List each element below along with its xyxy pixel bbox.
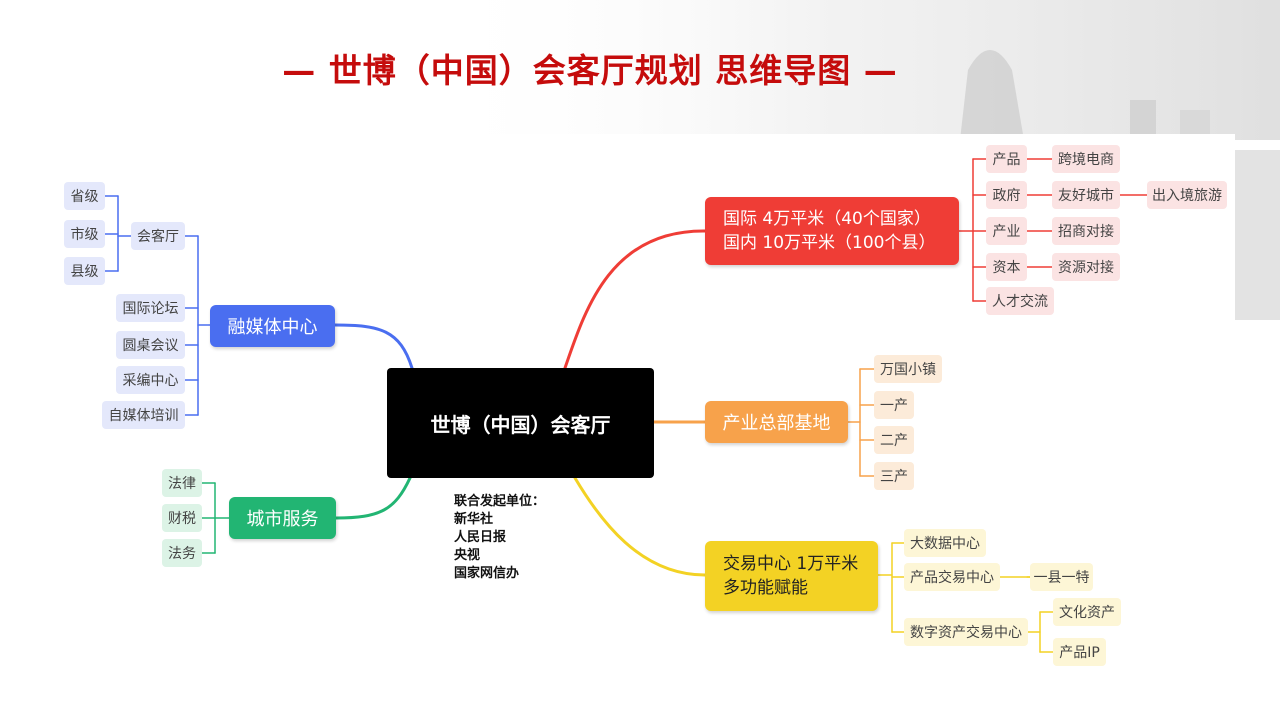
media-level-county: 县级	[64, 257, 105, 285]
trade-culture: 文化资产	[1053, 598, 1121, 626]
intl-industry: 产业	[986, 217, 1027, 245]
city-legal: 法务	[162, 539, 202, 567]
branch-trade-line1: 交易中心 1万平米	[723, 554, 859, 574]
branch-intl-line1: 国际 4万平米（40个国家）	[723, 209, 931, 229]
connector-intl	[563, 229, 707, 370]
media-level-city: 市级	[64, 220, 105, 248]
branch-intl-line2: 国内 10万平米（100个县）	[723, 233, 936, 253]
sponsor-item: 国家网信办	[454, 566, 520, 581]
intl-talent: 人才交流	[986, 287, 1054, 315]
media-editing-center: 采编中心	[116, 366, 185, 394]
hq-secondary: 二产	[874, 426, 914, 454]
sponsor-item: 央视	[454, 548, 481, 563]
trade-one-county: 一县一特	[1030, 563, 1093, 591]
intl-product: 产品	[986, 145, 1027, 173]
sponsors-list: 联合发起单位： 新华社 人民日报 央视 国家网信办	[454, 493, 545, 583]
trade-digital: 数字资产交易中心	[904, 618, 1028, 646]
media-level-province: 省级	[64, 182, 105, 210]
branch-trade: 交易中心 1万平米 多功能赋能	[705, 541, 878, 611]
city-law: 法律	[162, 469, 202, 497]
branch-intl: 国际 4万平米（40个国家） 国内 10万平米（100个县）	[705, 197, 959, 265]
media-forum: 国际论坛	[116, 294, 185, 322]
media-training: 自媒体培训	[102, 401, 185, 429]
sponsor-item: 人民日报	[454, 530, 507, 545]
media-roundtable: 圆桌会议	[116, 331, 185, 359]
hq-primary: 一产	[874, 391, 914, 419]
sponsors-heading: 联合发起单位：	[454, 494, 546, 509]
connector-media	[333, 323, 414, 370]
intl-travel: 出入境旅游	[1147, 181, 1227, 209]
branch-media: 融媒体中心	[210, 305, 335, 347]
branch-trade-line2: 多功能赋能	[723, 578, 808, 598]
page-title: — 世博（中国）会客厅规划 思维导图 —	[282, 51, 898, 90]
center-node: 世博（中国）会客厅	[387, 368, 654, 478]
intl-sister-city: 友好城市	[1052, 181, 1120, 209]
city-tax: 财税	[162, 504, 202, 532]
trade-ip: 产品IP	[1053, 638, 1106, 666]
trade-bigdata: 大数据中心	[904, 529, 986, 557]
media-parlor: 会客厅	[131, 222, 185, 250]
intl-ecommerce: 跨境电商	[1052, 145, 1120, 173]
connector-trade	[573, 476, 707, 577]
sponsor-item: 新华社	[454, 512, 494, 527]
connector-city	[334, 476, 412, 520]
intl-capital: 资本	[986, 253, 1027, 281]
branch-hq: 产业总部基地	[705, 401, 848, 443]
intl-gov: 政府	[986, 181, 1027, 209]
branch-city: 城市服务	[229, 497, 336, 539]
trade-product-center: 产品交易中心	[904, 563, 1000, 591]
hq-town: 万国小镇	[874, 355, 942, 383]
hq-tertiary: 三产	[874, 462, 914, 490]
intl-investment: 招商对接	[1052, 217, 1120, 245]
intl-resource: 资源对接	[1052, 253, 1120, 281]
